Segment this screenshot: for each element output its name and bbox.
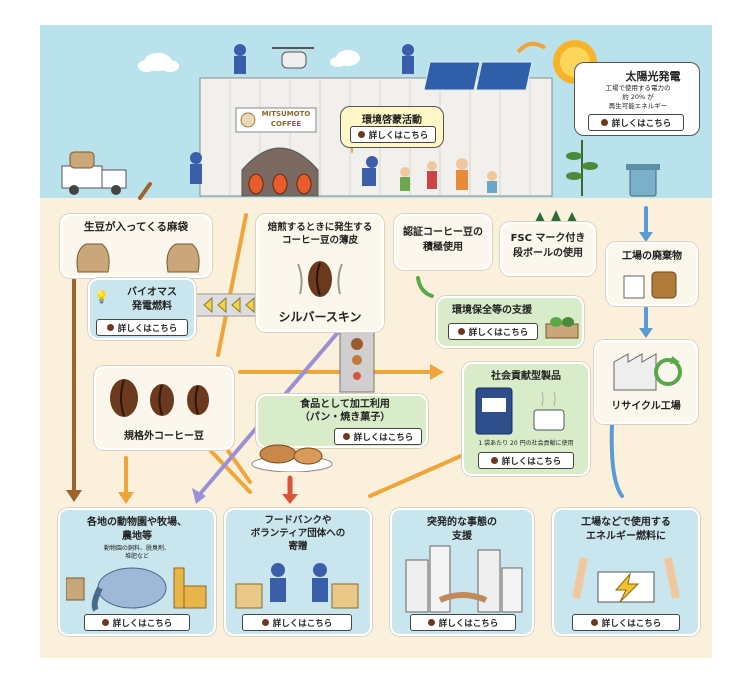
social-note: 1 袋あたり 20 円の社会貢献に使用 xyxy=(478,440,574,447)
energy-fuel-icon xyxy=(572,557,680,603)
coffee-bean-icon xyxy=(590,619,598,626)
biomass-line1: バイオマス xyxy=(127,287,177,298)
conservation-details-button[interactable]: 詳しくはこちら xyxy=(448,323,538,340)
fsc-line2: 段ボールの使用 xyxy=(513,248,583,259)
food-use-details-button[interactable]: 詳しくはこちら xyxy=(334,428,422,445)
lightbulb-icon: 💡 xyxy=(94,290,109,304)
env-activity-title: 環境啓蒙活動 xyxy=(362,115,422,126)
silverskin-source-line1: 焙煎するときに発生する xyxy=(267,222,373,233)
fsc-box xyxy=(500,222,596,276)
bread-icon xyxy=(251,444,333,472)
trash-bin-icon xyxy=(626,164,660,197)
foodbank-line3: 寄贈 xyxy=(288,541,308,552)
emergency-details-button[interactable]: 詳しくはこちら xyxy=(410,614,516,631)
coffee-bean-icon xyxy=(342,433,350,440)
zoo-note-1: 動物園の飼料、脱臭剤、 xyxy=(103,545,170,552)
truck-icon xyxy=(61,151,127,195)
zoo-line2: 農地等 xyxy=(122,531,152,542)
solar-desc-3: 再生可能エネルギー xyxy=(608,102,668,110)
food-use-box xyxy=(256,394,428,448)
recycle-factory-icon xyxy=(613,353,682,391)
coffee-package-icon xyxy=(475,387,565,435)
sun-arrow xyxy=(516,41,547,54)
coffee-bean-icon xyxy=(427,619,435,626)
env-activity-details-button[interactable]: 詳しくはこちら xyxy=(350,126,436,143)
coffee-bean-icon xyxy=(261,619,269,626)
certified-line2: 積極使用 xyxy=(423,242,463,253)
solar-panel-icon xyxy=(423,61,533,91)
staff-figures xyxy=(190,44,497,193)
foodbank-line1: フードバンクや xyxy=(264,515,332,526)
donation-staff-icon xyxy=(235,563,359,609)
coffee-bean-skin-icon xyxy=(297,261,343,297)
drone-icon xyxy=(272,47,314,69)
zoo-details-button[interactable]: 詳しくはこちら xyxy=(84,614,190,631)
coffee-bean-icon xyxy=(457,328,465,335)
solar-title: 太陽光発電 xyxy=(625,70,681,83)
silverskin-name: シルバースキン xyxy=(278,310,362,324)
burlap-sack-icon xyxy=(76,243,200,273)
recycle-title: リサイクル工場 xyxy=(611,401,681,412)
fuel-line2: エネルギー燃料に xyxy=(586,531,666,542)
emergency-line2: 支援 xyxy=(452,531,472,542)
zoo-line1: 各地の動物園や牧場、 xyxy=(87,517,187,528)
coffee-bean-icon xyxy=(357,131,365,138)
cloud-icon xyxy=(138,50,360,72)
foodbank-line2: ボランティア団体への xyxy=(250,528,346,539)
city-handshake-icon xyxy=(405,545,523,613)
silverskin-source-line2: コーヒー豆の薄皮 xyxy=(281,235,358,246)
coffee-bean-icon xyxy=(106,324,114,331)
conservation-title: 環境保全等の支援 xyxy=(452,305,532,316)
solar-desc-1: 工場で使用する電力の xyxy=(605,84,671,92)
fsc-line1: FSC マーク付き xyxy=(510,233,586,244)
biomass-details-button[interactable]: 詳しくはこちら xyxy=(96,319,188,336)
silverskin-tube xyxy=(339,329,375,393)
vegetable-crate-icon xyxy=(545,317,579,339)
coffee-bean-icon xyxy=(600,119,608,126)
social-details-button[interactable]: 詳しくはこちら xyxy=(478,452,574,469)
certified-line1: 認証コーヒー豆の xyxy=(403,227,483,238)
fuel-line1: 工場などで使用する xyxy=(581,517,671,528)
zoo-note-2: 堆肥など xyxy=(124,553,149,560)
certified-beans-box xyxy=(394,214,492,270)
factory-sign-line1: MITSUMOTO xyxy=(261,110,311,118)
coffee-bean-icon xyxy=(490,457,498,464)
coffee-bean-icon xyxy=(101,619,109,626)
waste-title: 工場の廃棄物 xyxy=(622,251,682,262)
solar-desc-2: 約 20% が xyxy=(622,93,654,101)
fuel-details-button[interactable]: 詳しくはこちら xyxy=(572,614,680,631)
food-use-line1: 食品として加工利用 xyxy=(300,399,390,410)
elephant-giraffe-icon xyxy=(66,567,207,612)
biomass-line2: 発電燃料 xyxy=(132,301,172,312)
waste-drum-icon xyxy=(623,271,677,299)
sacks-title: 生豆が入ってくる麻袋 xyxy=(84,221,188,233)
chevron-left-icon xyxy=(193,293,257,317)
social-title: 社会貢献型製品 xyxy=(491,371,561,382)
solar-details-button[interactable]: 詳しくはこちら xyxy=(588,114,684,131)
factory-sign-line2: COFFEE xyxy=(270,120,302,128)
coffee-beans-icon xyxy=(110,379,209,417)
foodbank-details-button[interactable]: 詳しくはこちら xyxy=(242,614,352,631)
coffee-plant-icon xyxy=(566,140,598,196)
food-use-line2: （パン・焼き菓子） xyxy=(299,412,391,423)
odd-beans-title: 規格外コーヒー豆 xyxy=(124,431,204,442)
emergency-line1: 突発的な事態の xyxy=(427,517,497,528)
